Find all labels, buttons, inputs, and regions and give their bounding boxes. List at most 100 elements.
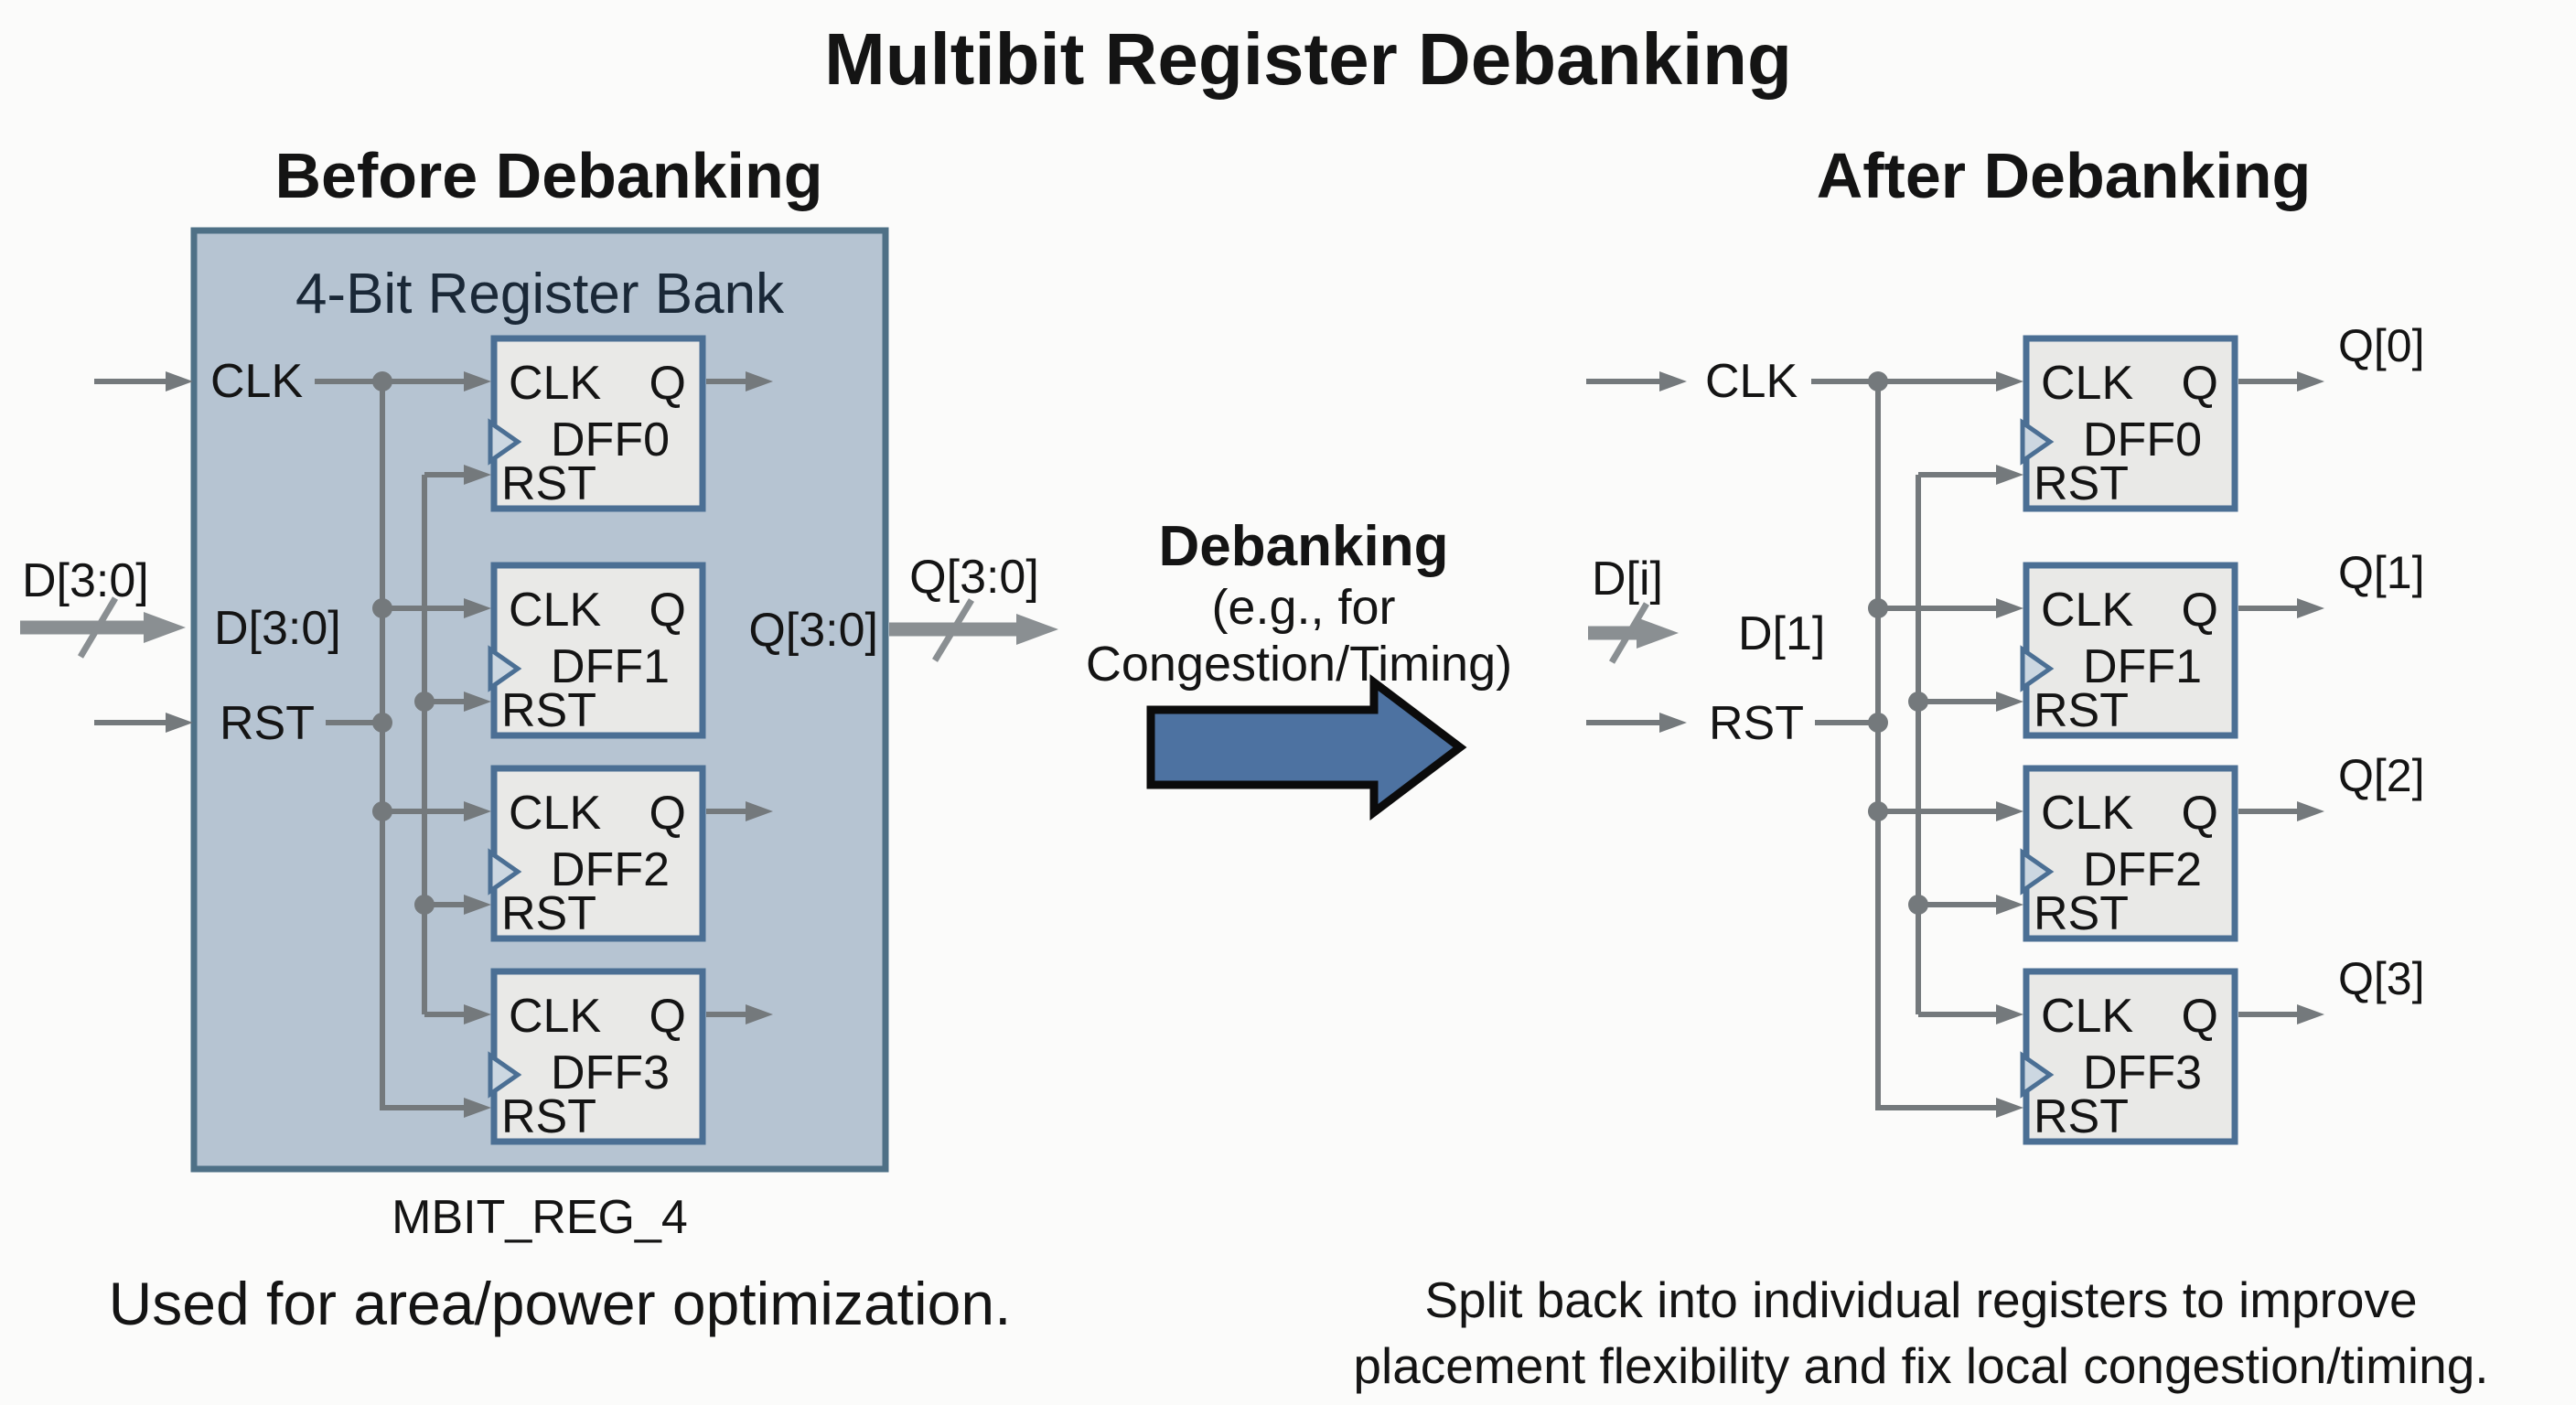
junction-dot	[1868, 598, 1888, 618]
dff3-after: CLK Q DFF3 RST	[2020, 968, 2238, 1145]
clock-triangle-icon	[2020, 418, 2055, 466]
q-bus-ext-label: Q[3:0]	[909, 551, 1039, 604]
bank-title: 4-Bit Register Bank	[295, 263, 785, 326]
debanking-sub2: Congestion/Timing)	[1086, 637, 1512, 692]
clock-triangle-icon	[2020, 645, 2055, 692]
after-heading: After Debanking	[1817, 140, 2312, 211]
dff-name: DFF0	[551, 413, 670, 467]
dff-name: DFF1	[2083, 640, 2202, 693]
dff-clk-pin: CLK	[2041, 357, 2133, 410]
page-title: Multibit Register Debanking	[824, 18, 1792, 100]
after-external-ports: CLK D[i] D[1] RST	[1586, 355, 1825, 750]
dff-q-pin: Q	[649, 357, 686, 410]
dff1-after: CLK Q DFF1 RST	[2020, 562, 2238, 739]
dff-rst-pin: RST	[501, 684, 596, 737]
junction-dot	[1908, 692, 1928, 712]
dff-q-pin: Q	[649, 787, 686, 840]
after-caption-line1: Split back into individual registers to …	[1424, 1271, 2417, 1328]
dff-box	[2023, 968, 2238, 1145]
dff-box	[490, 968, 706, 1145]
dff-name: DFF0	[2083, 413, 2202, 467]
bank-internal-wiring: CLK D[3:0] RST Q[3:0]	[210, 355, 878, 1118]
junction-dot	[372, 713, 392, 733]
bank-external-ports: D[3:0] Q[3:0]	[20, 371, 1058, 733]
dff-q-pin: Q	[2182, 990, 2218, 1043]
dff-q-pin: Q	[2182, 357, 2218, 410]
dff-clk-pin: CLK	[2041, 787, 2133, 840]
dff-rst-pin: RST	[2034, 684, 2129, 737]
dff-name: DFF3	[2083, 1046, 2202, 1099]
dff-rst-pin: RST	[501, 887, 596, 940]
q-bus-width-slash	[932, 598, 974, 662]
clock-triangle-icon	[2020, 848, 2055, 896]
dff2-before: CLK Q DFF2 RST	[488, 765, 706, 942]
dff-rst-pin: RST	[501, 457, 596, 510]
junction-dot	[1908, 895, 1928, 915]
bank-q-label: Q[3:0]	[748, 604, 878, 657]
before-caption: Used for area/power optimization.	[109, 1270, 1012, 1337]
dff-q-pin: Q	[649, 584, 686, 637]
junction-dot	[414, 692, 435, 712]
bank-d-label: D[3:0]	[214, 602, 341, 655]
dff-q-pin: Q	[649, 990, 686, 1043]
d1-label: D[1]	[1738, 607, 1825, 660]
debanking-sub1: (e.g., for	[1211, 580, 1395, 635]
dff-q-pin: Q	[2182, 787, 2218, 840]
dff-clk-pin: CLK	[509, 990, 601, 1043]
dff-clk-pin: CLK	[2041, 990, 2133, 1043]
dff-clk-pin: CLK	[2041, 584, 2133, 637]
dff-rst-pin: RST	[501, 1090, 596, 1143]
clock-triangle-icon	[488, 848, 522, 896]
dff2-after: CLK Q DFF2 RST	[2020, 765, 2238, 942]
dff1-before: CLK Q DFF1 RST	[488, 562, 706, 739]
bank-rst-label: RST	[220, 697, 315, 750]
q0-output-label: Q[0]	[2338, 320, 2424, 371]
bank-clk-label: CLK	[210, 355, 303, 408]
dff3-before: CLK Q DFF3 RST	[488, 968, 706, 1145]
dff-name: DFF2	[2083, 843, 2202, 896]
before-heading: Before Debanking	[275, 140, 823, 211]
clock-triangle-icon	[488, 645, 522, 692]
debanking-annotation: Debanking (e.g., for Congestion/Timing)	[1086, 515, 1512, 821]
debanking-label: Debanking	[1159, 515, 1449, 578]
clock-triangle-icon	[488, 1051, 522, 1099]
dff0-after: CLK Q DFF0 RST	[2020, 335, 2238, 512]
bank-name: MBIT_REG_4	[392, 1191, 688, 1244]
junction-dot	[1868, 801, 1888, 821]
junction-dot	[1868, 713, 1888, 733]
d-bus-width-slash	[77, 596, 119, 659]
junction-dot	[372, 598, 392, 618]
dff-rst-pin: RST	[2034, 887, 2129, 940]
dff-clk-pin: CLK	[509, 787, 601, 840]
dff-name: DFF2	[551, 843, 670, 896]
d-bus-ext-label: D[3:0]	[22, 554, 149, 607]
dff-q-pin: Q	[2182, 584, 2218, 637]
junction-dot	[372, 371, 392, 391]
after-rst-label: RST	[1709, 697, 1804, 750]
q1-output-label: Q[1]	[2338, 547, 2424, 598]
dff-name: DFF1	[551, 640, 670, 693]
clk-vertical-wire	[1875, 381, 2023, 1118]
dff-clk-pin: CLK	[509, 584, 601, 637]
dff-clk-pin: CLK	[509, 357, 601, 410]
q3-output-label: Q[3]	[2338, 953, 2424, 1004]
clock-triangle-icon	[2020, 1051, 2055, 1099]
dff-rst-pin: RST	[2034, 457, 2129, 510]
dff-box	[490, 765, 706, 942]
dff-rst-pin: RST	[2034, 1090, 2129, 1143]
junction-dot	[372, 801, 392, 821]
dff-box	[2023, 562, 2238, 739]
junction-dot	[1868, 371, 1888, 391]
junction-dot	[414, 895, 435, 915]
clock-triangle-icon	[488, 418, 522, 466]
after-clk-label: CLK	[1705, 355, 1798, 408]
dff-box	[490, 335, 706, 512]
d-bus-width-slash	[1608, 602, 1650, 664]
debanking-arrow-icon	[1146, 673, 1467, 821]
d-ext-label: D[i]	[1592, 552, 1663, 606]
dff0-before: CLK Q DFF0 RST	[488, 335, 706, 512]
q2-output-label: Q[2]	[2338, 750, 2424, 801]
clk-vertical-wire	[380, 381, 491, 1118]
